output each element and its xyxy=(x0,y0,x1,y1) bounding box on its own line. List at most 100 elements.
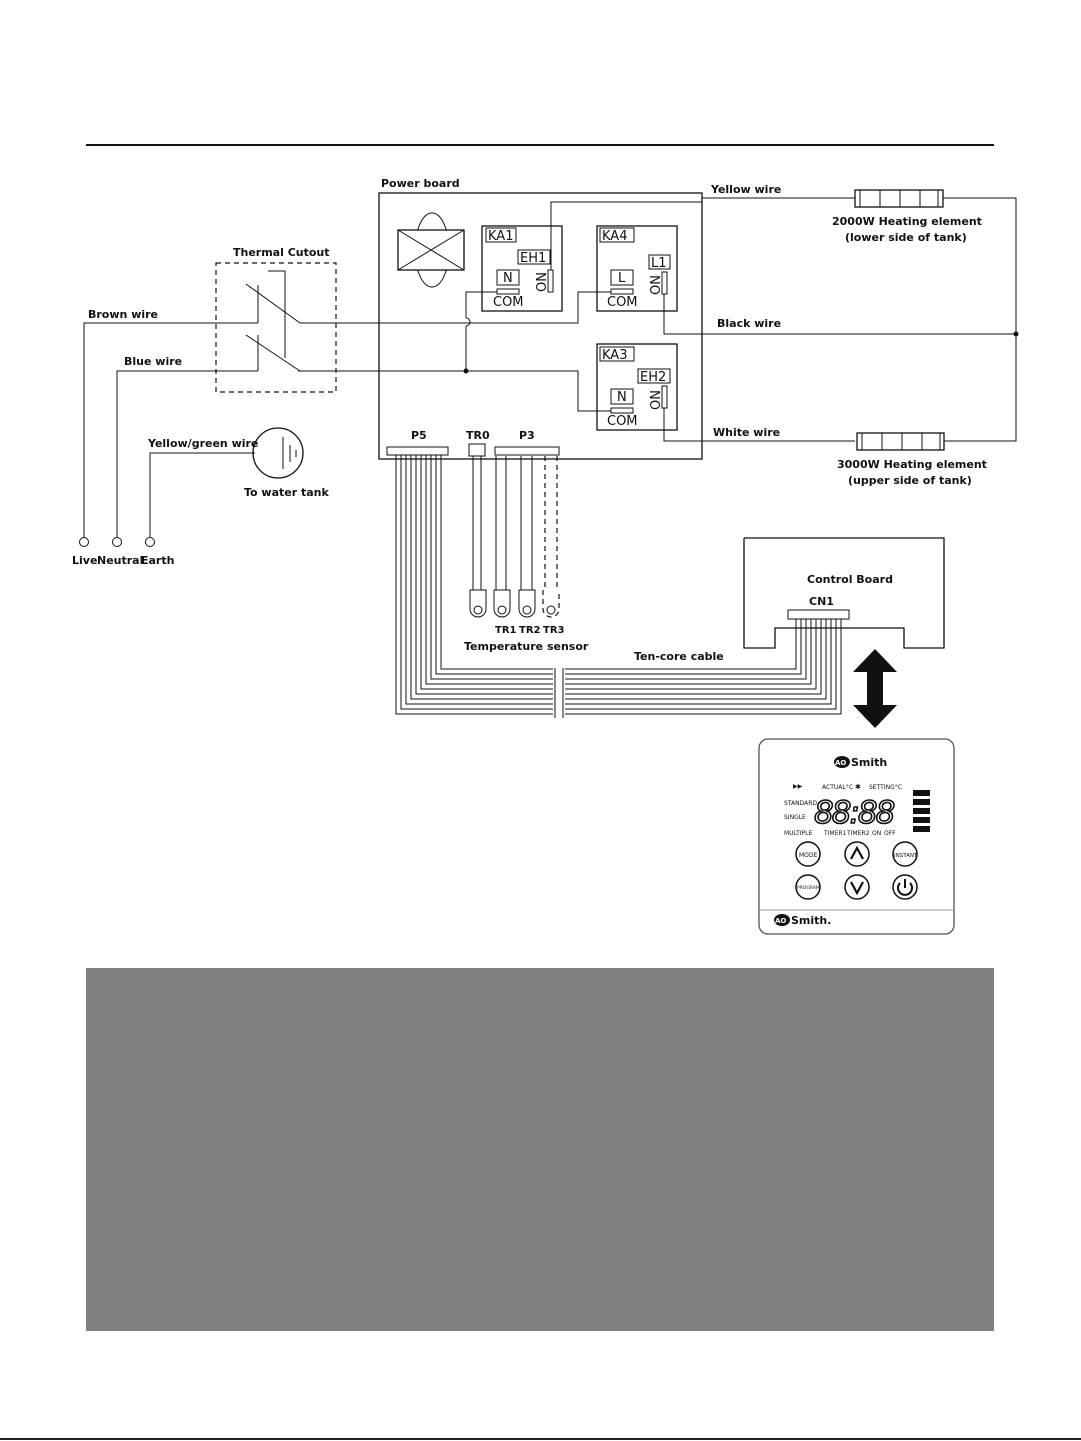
cable-core xyxy=(435,455,802,675)
control-board-label: Control Board xyxy=(807,573,893,586)
up-button[interactable] xyxy=(844,841,870,867)
mode-standard-label: STANDARD xyxy=(784,800,817,807)
heating-element-upper-title: 3000W Heating element xyxy=(837,458,987,471)
black-wire-label: Black wire xyxy=(717,317,781,330)
relay-ka3-name: KA3 xyxy=(602,348,627,363)
mains-wiring: Brown wire Blue wire Yellow/green wire L… xyxy=(72,308,329,567)
down-button[interactable] xyxy=(844,874,870,900)
relay-ka3-no: NO xyxy=(646,390,661,410)
cable-core xyxy=(395,455,842,715)
brand-logo-mark-bottom xyxy=(774,914,790,926)
gray-panel xyxy=(86,968,994,1331)
program-button-label: PROGRAM xyxy=(797,885,820,891)
terminal-live xyxy=(79,537,89,547)
cable-core xyxy=(440,455,797,670)
sensor-group-label: Temperature sensor xyxy=(464,640,589,653)
relay-ka4-com: COM xyxy=(607,295,638,310)
white-wire-label: White wire xyxy=(713,426,780,439)
relay-ka4-in: L xyxy=(618,271,626,286)
cable-core xyxy=(425,455,812,685)
heating-element-lower-note: (lower side of tank) xyxy=(845,231,967,244)
brand-logo-mark-text: AO xyxy=(835,759,846,767)
relay-ka4: KA4 L1 L COM NO xyxy=(596,225,678,312)
bottom-rule xyxy=(0,1438,1081,1440)
off-label: OFF xyxy=(884,830,896,837)
cable-core xyxy=(405,455,832,705)
connector-p5 xyxy=(386,446,449,456)
thermal-cutout: Thermal Cutout xyxy=(215,246,337,393)
thermal-cutout-label: Thermal Cutout xyxy=(233,246,330,259)
brand-logo-mark-bottom-text: AO xyxy=(775,917,786,925)
blue-wire-label: Blue wire xyxy=(124,355,182,368)
heat-indicator: ✱ xyxy=(855,783,861,791)
cable-core xyxy=(410,455,827,700)
terminal-neutral-label: Neutral xyxy=(97,554,143,567)
on-label: ON xyxy=(872,830,881,837)
relay-ka3-in: N xyxy=(617,390,627,405)
timer2-label: TIMER2 xyxy=(846,830,870,837)
mode-single-label: SINGLE xyxy=(784,814,806,821)
power-board: Power board KA1 EH1 N COM NO KA4 xyxy=(378,177,703,460)
sensor-tr2-label: TR2 xyxy=(519,625,541,636)
yellow-wire-label: Yellow wire xyxy=(710,183,781,196)
cable-break xyxy=(553,668,565,720)
relay-ka3-com: COM xyxy=(607,414,638,429)
relay-ka3-out: EH2 xyxy=(640,370,666,385)
yellow-green-wire-label: Yellow/green wire xyxy=(147,437,258,450)
control-panel: AO Smith ▶▶ ACTUAL°C ✱ SETTING°C STANDAR… xyxy=(758,738,955,935)
brand-name-bottom: Smith. xyxy=(791,914,831,927)
brand-name-top: Smith xyxy=(851,756,887,769)
play-indicator: ▶▶ xyxy=(793,783,803,790)
relay-ka1-name: KA1 xyxy=(488,229,513,244)
water-tank-label: To water tank xyxy=(244,486,329,499)
display-digits: 88:88 xyxy=(814,795,895,831)
power-icon xyxy=(897,879,913,896)
connector-p5-label: P5 xyxy=(411,429,427,442)
program-button[interactable]: PROGRAM xyxy=(795,874,821,900)
mode-multiple-label: MULTIPLE xyxy=(784,830,812,837)
relay-ka4-no: NO xyxy=(646,275,661,295)
connector-p3 xyxy=(494,446,560,456)
timer1-label: TIMER1 xyxy=(823,830,847,837)
relay-ka4-name: KA4 xyxy=(602,229,627,244)
element-wiring: Yellow wire Black wire White wire xyxy=(710,183,1019,442)
heating-element-lower: 2000W Heating element (lower side of tan… xyxy=(832,189,982,244)
terminal-neutral xyxy=(112,537,122,547)
level-bar-indicator xyxy=(913,790,930,832)
cable-core xyxy=(400,455,837,710)
earth-icon xyxy=(252,427,304,479)
relay-ka1-out: EH1 xyxy=(520,251,546,266)
connector-cn1-label: CN1 xyxy=(809,595,834,608)
relay-ka1-com: COM xyxy=(493,295,524,310)
board-internal-wiring xyxy=(298,197,1016,442)
connector-tr0 xyxy=(468,443,486,457)
sensor-tr3-label: TR3 xyxy=(543,625,565,636)
terminal-earth-label: Earth xyxy=(141,554,174,567)
cable-core xyxy=(415,455,822,695)
power-board-title: Power board xyxy=(381,177,460,190)
instant-button-label: INSTANT xyxy=(894,853,918,859)
heating-element-lower-title: 2000W Heating element xyxy=(832,215,982,228)
heating-element-upper: 3000W Heating element (upper side of tan… xyxy=(837,432,987,487)
connector-cn1 xyxy=(787,609,850,620)
cable-core xyxy=(430,455,807,680)
temperature-sensors: TR1 TR2 TR3 Temperature sensor xyxy=(464,456,589,653)
brown-wire-label: Brown wire xyxy=(88,308,158,321)
sensor-tr1-label: TR1 xyxy=(495,625,517,636)
relay-ka4-out: L1 xyxy=(651,256,667,271)
actual-temp-label: ACTUAL°C xyxy=(822,784,853,791)
relay-ka1-no: NO xyxy=(532,272,547,292)
down-arrow-icon xyxy=(850,881,864,896)
cable-label: Ten-core cable xyxy=(634,650,724,663)
instant-button[interactable]: INSTANT xyxy=(892,841,918,867)
up-arrow-icon xyxy=(850,845,864,860)
connector-p3-label: P3 xyxy=(519,429,535,442)
cable-core xyxy=(420,455,817,690)
brand-logo-mark xyxy=(834,756,850,768)
mode-button[interactable]: MODE xyxy=(795,841,821,867)
relay-ka1: KA1 EH1 N COM NO xyxy=(481,225,563,312)
terminal-earth xyxy=(145,537,155,547)
connector-tr0-label: TR0 xyxy=(466,429,490,442)
power-button[interactable] xyxy=(892,874,918,900)
terminal-live-label: Live xyxy=(72,554,97,567)
